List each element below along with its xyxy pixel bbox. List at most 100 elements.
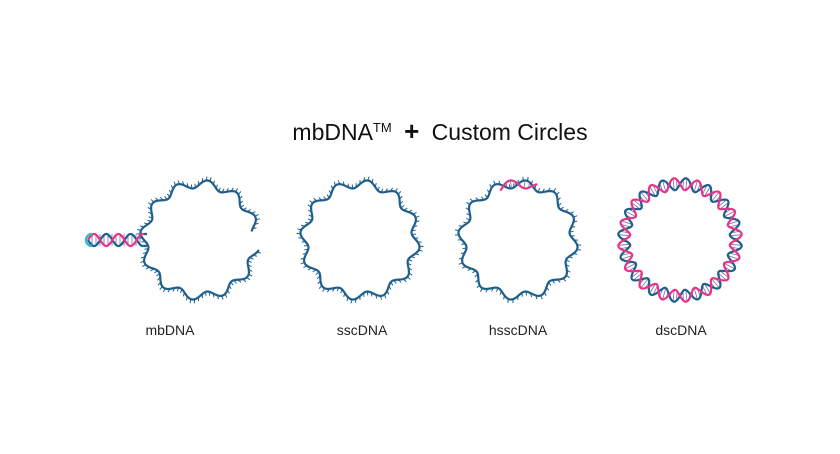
base-tick [332, 287, 335, 292]
base-tick [542, 188, 545, 193]
base-tick [150, 199, 155, 203]
label-hsscdna: hsscDNA [488, 322, 548, 338]
base-tick [239, 195, 243, 200]
base-tick [255, 218, 260, 221]
base-tick [148, 216, 153, 219]
base-tick [385, 188, 388, 193]
base-pair-rung [693, 287, 698, 300]
base-tick [469, 198, 474, 202]
base-tick [252, 254, 258, 257]
base-tick [300, 262, 305, 265]
base-tick [307, 209, 312, 213]
base-tick [377, 186, 380, 191]
base-tick [399, 195, 403, 200]
base-tick [148, 202, 152, 206]
base-tick [375, 294, 378, 299]
base-tick [157, 281, 162, 286]
base-tick [408, 267, 413, 271]
base-pair-rung [621, 255, 633, 260]
base-tick [328, 190, 332, 195]
base-tick [212, 293, 215, 298]
base-tick [556, 191, 560, 196]
base-tick [480, 196, 485, 201]
base-tick [237, 191, 242, 195]
base-tick [465, 207, 470, 211]
base-tick [226, 188, 229, 193]
base-tick [157, 277, 161, 281]
base-pair-rung [719, 270, 729, 278]
base-pair-rung [640, 278, 649, 289]
base-tick [475, 197, 479, 201]
base-tick [474, 273, 479, 278]
base-pair-rung [501, 184, 503, 188]
base-tick [247, 260, 252, 263]
base-tick [141, 264, 146, 267]
base-tick [566, 274, 570, 279]
base-tick [247, 264, 252, 267]
base-pair-rung [523, 180, 526, 189]
base-tick [379, 295, 383, 300]
base-tick [251, 211, 256, 214]
base-tick [297, 228, 302, 231]
stem-strand-pink [87, 232, 145, 248]
sscdna-diagram [296, 176, 424, 304]
base-tick [403, 207, 408, 211]
page-title: mbDNATM + Custom Circles [0, 116, 840, 147]
base-tick [410, 256, 415, 259]
base-tick [547, 187, 551, 192]
base-tick [302, 252, 307, 255]
base-tick [145, 266, 150, 270]
strand-blue [617, 177, 743, 303]
single-strand-circle [299, 179, 421, 301]
base-tick [307, 204, 312, 208]
base-tick [534, 185, 537, 190]
base-tick [252, 227, 257, 230]
base-tick [224, 293, 228, 298]
base-tick [150, 268, 155, 272]
base-pair-rung [702, 184, 708, 195]
base-tick [557, 202, 562, 207]
base-pair-rung [624, 210, 636, 218]
base-tick [562, 278, 567, 282]
dscdna-diagram [617, 177, 743, 303]
base-tick [489, 184, 493, 189]
base-tick [406, 276, 411, 280]
base-tick [308, 214, 313, 218]
base-tick [351, 184, 354, 189]
base-pair-rung [618, 234, 631, 237]
base-pair-rung [652, 184, 658, 195]
base-tick [527, 176, 529, 182]
base-tick [147, 219, 152, 222]
base-tick [576, 249, 582, 251]
base-tick [322, 288, 326, 292]
base-tick [300, 224, 305, 227]
base-pair-rung [633, 199, 643, 208]
base-pair-rung [624, 262, 636, 270]
hairpin-end-cyan [84, 232, 93, 248]
base-tick [408, 272, 413, 276]
base-tick [230, 187, 234, 192]
base-tick [189, 299, 192, 304]
base-tick [551, 279, 556, 284]
base-pair-rung [724, 210, 736, 218]
base-tick [159, 286, 163, 290]
base-tick [316, 275, 321, 279]
mbdna-diagram [84, 176, 261, 304]
base-tick [407, 262, 412, 266]
base-tick [143, 222, 149, 225]
base-tick [540, 295, 543, 300]
base-pair-rung [633, 272, 643, 281]
base-tick [370, 292, 373, 297]
base-tick [566, 269, 571, 273]
base-tick [248, 268, 253, 272]
base-tick [472, 270, 476, 274]
strand-pink [617, 177, 743, 303]
base-tick [176, 287, 180, 292]
base-pair-rung [631, 202, 641, 210]
base-tick [366, 291, 369, 296]
base-tick [216, 295, 220, 300]
base-tick [242, 278, 247, 283]
base-tick [546, 286, 550, 291]
base-tick [230, 281, 234, 286]
base-tick [144, 248, 149, 250]
